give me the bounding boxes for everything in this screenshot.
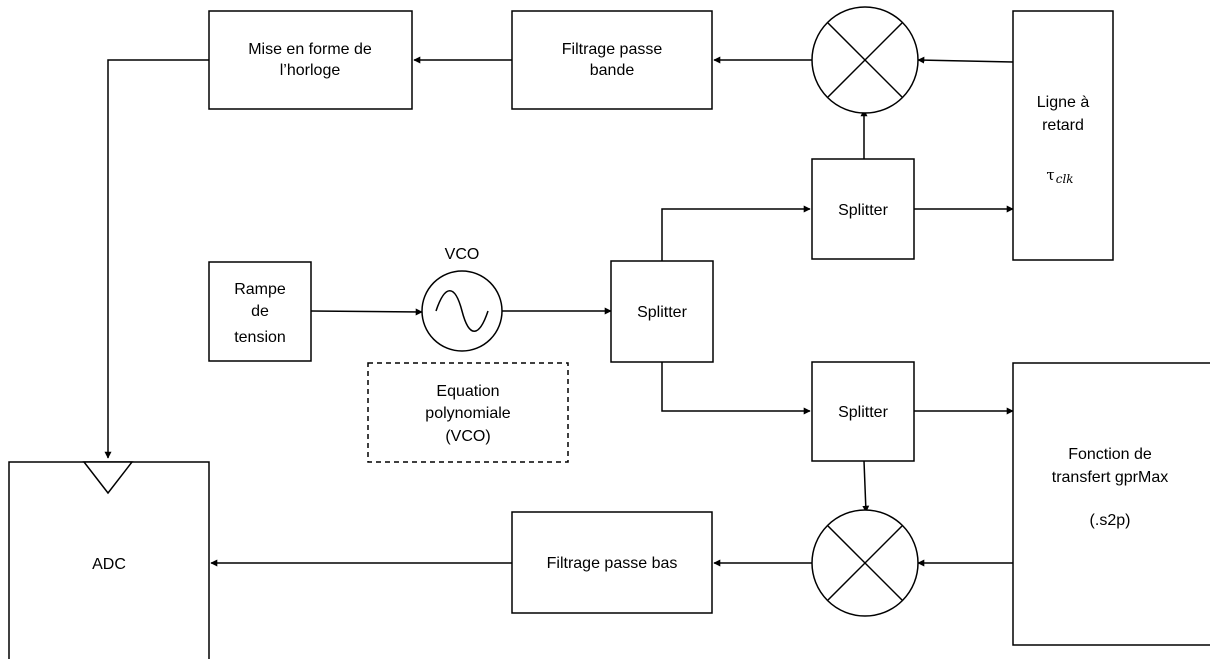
- lowpass-label: Filtrage passe bas: [547, 555, 678, 572]
- clock-input-triangle-icon: [82, 461, 134, 495]
- wire-splitter-to-bottom-splitter: [661, 362, 811, 415]
- ramp-label-line1: Rampe: [234, 281, 286, 298]
- block-vco-equation: Equation polynomiale (VCO): [367, 362, 569, 463]
- vco-oscillator: VCO: [421, 246, 503, 352]
- block-splitter-bottom: Splitter: [811, 361, 915, 462]
- wire-delay-to-mixer: [917, 56, 1014, 64]
- transfer-label-line1: Fonction de: [1068, 446, 1152, 463]
- vco-equation-line2: polynomiale: [425, 405, 510, 422]
- block-splitter-top: Splitter: [811, 158, 915, 260]
- bandpass-label-line1: Filtrage passe: [562, 41, 663, 58]
- block-voltage-ramp: Rampe de tension: [208, 261, 312, 362]
- block-bandpass-filter: Filtrage passe bande: [511, 10, 713, 110]
- splitter-top-label: Splitter: [838, 202, 888, 219]
- block-splitter-main: Splitter: [610, 260, 714, 363]
- splitter-bottom-label: Splitter: [838, 404, 888, 421]
- bandpass-label-line2: bande: [590, 62, 635, 79]
- transfer-label-line3: (.s2p): [1090, 512, 1131, 529]
- clock-shaping-label-line1: Mise en forme de: [248, 41, 372, 58]
- vco-equation-line3: (VCO): [445, 428, 490, 445]
- splitter-main-label: Splitter: [637, 304, 687, 321]
- vco-label: VCO: [445, 246, 480, 263]
- adc-label: ADC: [92, 556, 126, 573]
- connections: [104, 56, 1014, 567]
- sine-wave-icon: [435, 290, 489, 332]
- transfer-label-line2: transfert gprMax: [1052, 469, 1168, 486]
- delay-line-label-line1: Ligne à: [1037, 94, 1090, 111]
- wire-bottom-splitter-to-mixer: [862, 460, 870, 513]
- delay-line-label-line2: retard: [1042, 117, 1084, 134]
- block-lowpass-filter: Filtrage passe bas: [511, 511, 713, 614]
- wire-clock-to-adc: [104, 59, 209, 459]
- block-transfer-function: Fonction de transfert gprMax (.s2p): [1012, 362, 1210, 646]
- wire-ramp-to-vco: [310, 308, 423, 316]
- mixer-bottom: [811, 509, 919, 617]
- mixer-top: [811, 6, 919, 114]
- vco-equation-line1: Equation: [436, 383, 499, 400]
- ramp-label-line3: tension: [234, 329, 286, 346]
- clock-shaping-label-line2: l’horloge: [280, 62, 341, 79]
- delay-symbol: τclk: [1046, 166, 1073, 186]
- ramp-label-line2: de: [251, 303, 269, 320]
- block-clock-shaping: Mise en forme de l’horloge: [208, 10, 413, 110]
- block-adc: ADC: [8, 461, 210, 659]
- block-delay-line: Ligne à retard τclk: [1012, 10, 1114, 261]
- wire-splitter-to-top-splitter: [661, 205, 811, 261]
